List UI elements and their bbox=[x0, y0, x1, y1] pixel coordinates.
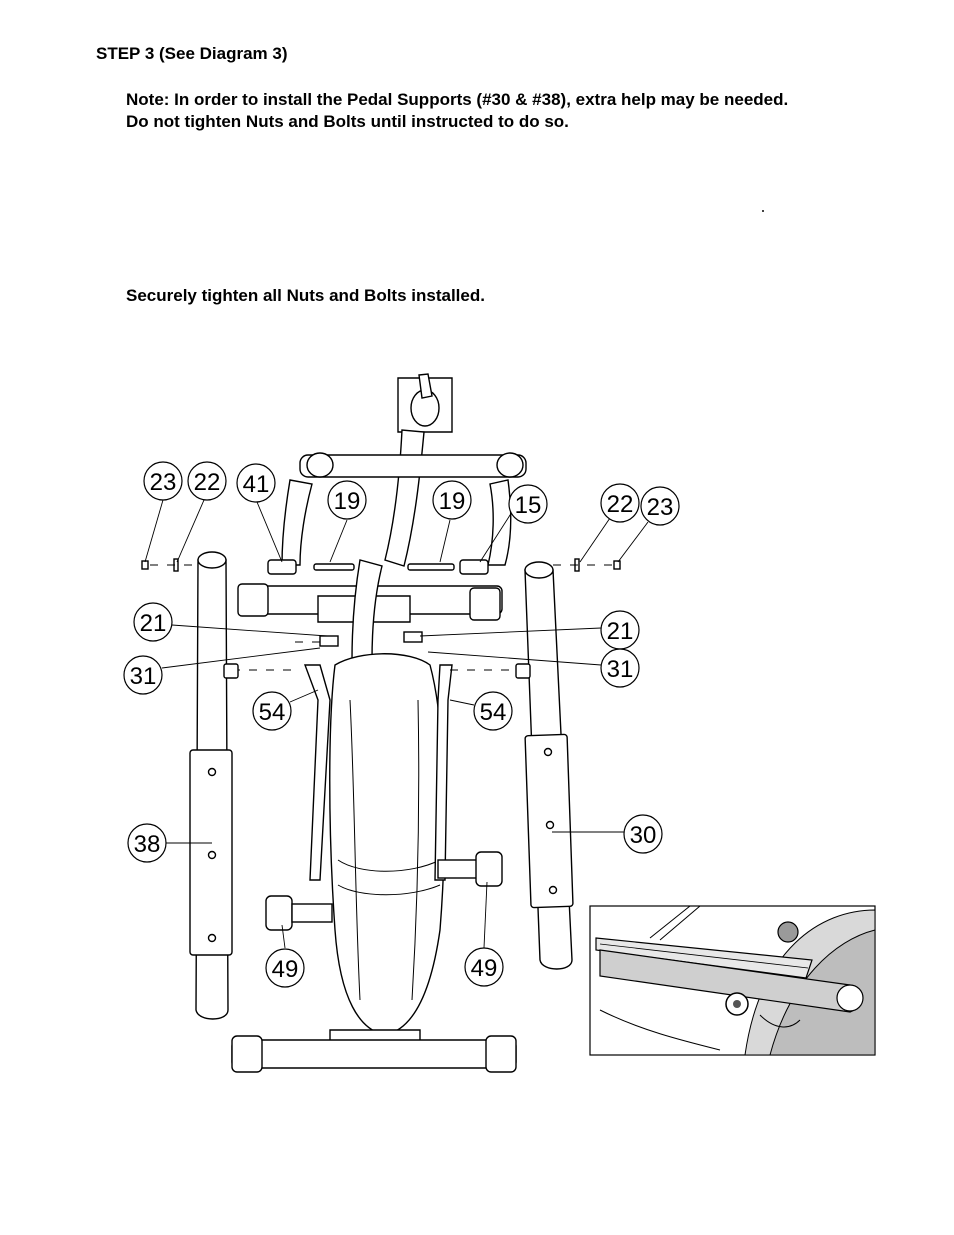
print-speck bbox=[762, 210, 764, 212]
svg-text:49: 49 bbox=[272, 956, 299, 983]
svg-text:23: 23 bbox=[150, 469, 177, 496]
leader-lines bbox=[144, 499, 649, 949]
assembly-diagram: 23 22 41 19 19 15 22 23 21 21 31 31 54 5… bbox=[123, 373, 876, 1073]
svg-text:19: 19 bbox=[439, 488, 466, 515]
hardware-right bbox=[403, 558, 621, 679]
callout-21-left: 21 bbox=[133, 602, 173, 642]
svg-text:31: 31 bbox=[607, 656, 634, 683]
callout-21-right: 21 bbox=[600, 610, 640, 650]
svg-text:23: 23 bbox=[647, 494, 674, 521]
callout-38: 38 bbox=[127, 823, 167, 863]
note-line-1: Note: In order to install the Pedal Supp… bbox=[126, 90, 789, 109]
pedal-axle-assembly bbox=[237, 559, 503, 661]
pedal-support-30 bbox=[524, 561, 574, 970]
svg-text:41: 41 bbox=[243, 471, 270, 498]
svg-text:22: 22 bbox=[194, 469, 221, 496]
callout-41: 41 bbox=[236, 463, 276, 503]
callout-23-right: 23 bbox=[640, 486, 680, 526]
tighten-instruction: Securely tighten all Nuts and Bolts inst… bbox=[126, 286, 485, 305]
svg-text:49: 49 bbox=[471, 955, 498, 982]
svg-text:30: 30 bbox=[630, 822, 657, 849]
roller-49-right bbox=[437, 851, 503, 887]
callout-22-right: 22 bbox=[600, 483, 640, 523]
svg-text:31: 31 bbox=[130, 663, 157, 690]
svg-text:21: 21 bbox=[140, 610, 167, 637]
callout-54-right: 54 bbox=[473, 691, 513, 731]
svg-text:21: 21 bbox=[607, 618, 634, 645]
callout-54-left: 54 bbox=[252, 691, 292, 731]
svg-text:22: 22 bbox=[607, 491, 634, 518]
pedal-arm-right bbox=[434, 664, 453, 881]
callout-23-left: 23 bbox=[143, 461, 183, 501]
svg-text:54: 54 bbox=[259, 699, 286, 726]
callout-49-left: 49 bbox=[265, 948, 305, 988]
callout-31-left: 31 bbox=[123, 655, 163, 695]
callout-49-right: 49 bbox=[464, 947, 504, 987]
callout-19-right: 19 bbox=[432, 480, 472, 520]
flywheel-shroud bbox=[329, 653, 446, 1049]
svg-text:15: 15 bbox=[515, 492, 542, 519]
note-line-2: Do not tighten Nuts and Bolts until inst… bbox=[126, 112, 569, 131]
svg-text:54: 54 bbox=[480, 699, 507, 726]
callout-31-right: 31 bbox=[600, 648, 640, 688]
svg-text:38: 38 bbox=[134, 831, 161, 858]
pedal-arm-left bbox=[303, 664, 331, 881]
pedal-support-38 bbox=[189, 551, 233, 1020]
rear-stabilizer bbox=[231, 1035, 517, 1073]
callout-30: 30 bbox=[623, 814, 663, 854]
callout-22-left: 22 bbox=[187, 461, 227, 501]
hardware-left bbox=[141, 558, 355, 679]
callout-19-left: 19 bbox=[327, 480, 367, 520]
upper-crossbar bbox=[281, 452, 527, 566]
svg-text:19: 19 bbox=[334, 488, 361, 515]
step-heading: STEP 3 (See Diagram 3) bbox=[96, 44, 288, 63]
inset-photo bbox=[589, 905, 876, 1056]
roller-49-left bbox=[265, 895, 333, 931]
callout-15: 15 bbox=[508, 484, 548, 524]
